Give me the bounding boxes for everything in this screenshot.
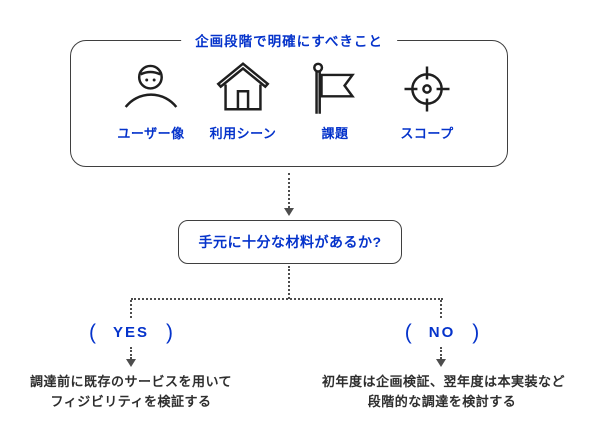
- branch-center-line: [288, 266, 290, 299]
- yes-result-text: 調達前に既存のサービスを用いて フィジビリティを検証する: [11, 372, 251, 412]
- branch-horizontal-line: [131, 298, 443, 300]
- no-result-text: 初年度は企画検証、翌年度は本実装など 段階的な調達を検討する: [322, 372, 566, 412]
- connector-top-line: [288, 173, 290, 208]
- no-result-line1: 初年度は企画検証、翌年度は本実装など: [322, 374, 566, 389]
- no-arrowhead: [436, 359, 446, 367]
- yes-paren-open: (: [88, 321, 96, 344]
- yes-text: YES: [112, 324, 149, 341]
- user-icon: [124, 64, 178, 108]
- no-paren-close: ): [472, 321, 480, 344]
- flag-icon: [313, 62, 355, 114]
- branch-left-stub: [130, 300, 132, 318]
- yes-arrowhead: [126, 359, 136, 367]
- branch-label-no: ( NO ): [367, 321, 517, 345]
- branch-label-yes: ( YES ): [56, 321, 206, 345]
- planning-item-label: 利用シーン: [209, 126, 277, 141]
- target-icon: [404, 66, 450, 112]
- planning-item-label: ユーザー像: [117, 126, 185, 141]
- yes-result-line1: 調達前に既存のサービスを用いて: [29, 374, 233, 389]
- planning-item-scene: 利用シーン: [197, 62, 289, 142]
- connector-top-arrowhead: [284, 208, 294, 216]
- question-box: 手元に十分な材料があるか?: [178, 220, 402, 264]
- planning-items-row: ユーザー像 利用シーン 課題: [70, 62, 508, 142]
- question-text: 手元に十分な材料があるか?: [198, 234, 382, 250]
- planning-item-issue: 課題: [289, 62, 381, 142]
- no-result-line2: 段階的な調達を検討する: [367, 394, 517, 409]
- branch-right-stub: [440, 300, 442, 318]
- no-arrow-line: [440, 347, 442, 359]
- planning-box: [70, 40, 508, 167]
- planning-item-label: 課題: [321, 126, 349, 141]
- yes-paren-close: ): [166, 321, 173, 344]
- planning-item-label: スコープ: [400, 126, 454, 141]
- yes-arrow-line: [130, 347, 132, 359]
- no-text: NO: [428, 324, 456, 341]
- no-paren-open: (: [404, 321, 412, 344]
- house-icon: [216, 62, 270, 111]
- planning-item-user: ユーザー像: [105, 62, 197, 142]
- planning-box-title: 企画段階で明確にすべきこと: [181, 30, 397, 50]
- yes-result-line2: フィジビリティを検証する: [50, 394, 212, 409]
- planning-item-scope: スコープ: [381, 62, 473, 142]
